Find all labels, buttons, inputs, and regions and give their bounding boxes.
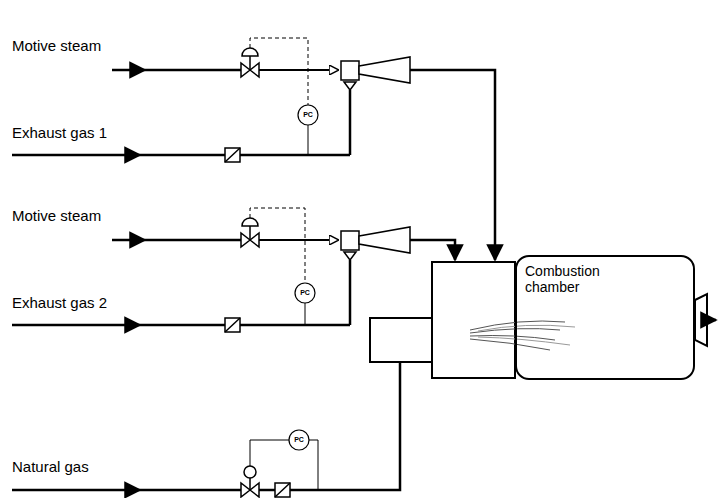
controller-tag: PC: [300, 289, 310, 297]
stream-label: Motive steam: [12, 207, 101, 225]
combustion-chamber: Combustion chamber: [515, 255, 695, 380]
stream-label: Exhaust gas 1: [12, 124, 107, 142]
node-label: Combustion chamber: [517, 257, 625, 295]
controller-tag: PC: [303, 111, 313, 119]
stream-label: Motive steam: [12, 37, 101, 55]
controller-tag: PC: [294, 436, 304, 444]
stream-label: Exhaust gas 2: [12, 294, 107, 312]
stream-label: Natural gas: [12, 458, 89, 476]
